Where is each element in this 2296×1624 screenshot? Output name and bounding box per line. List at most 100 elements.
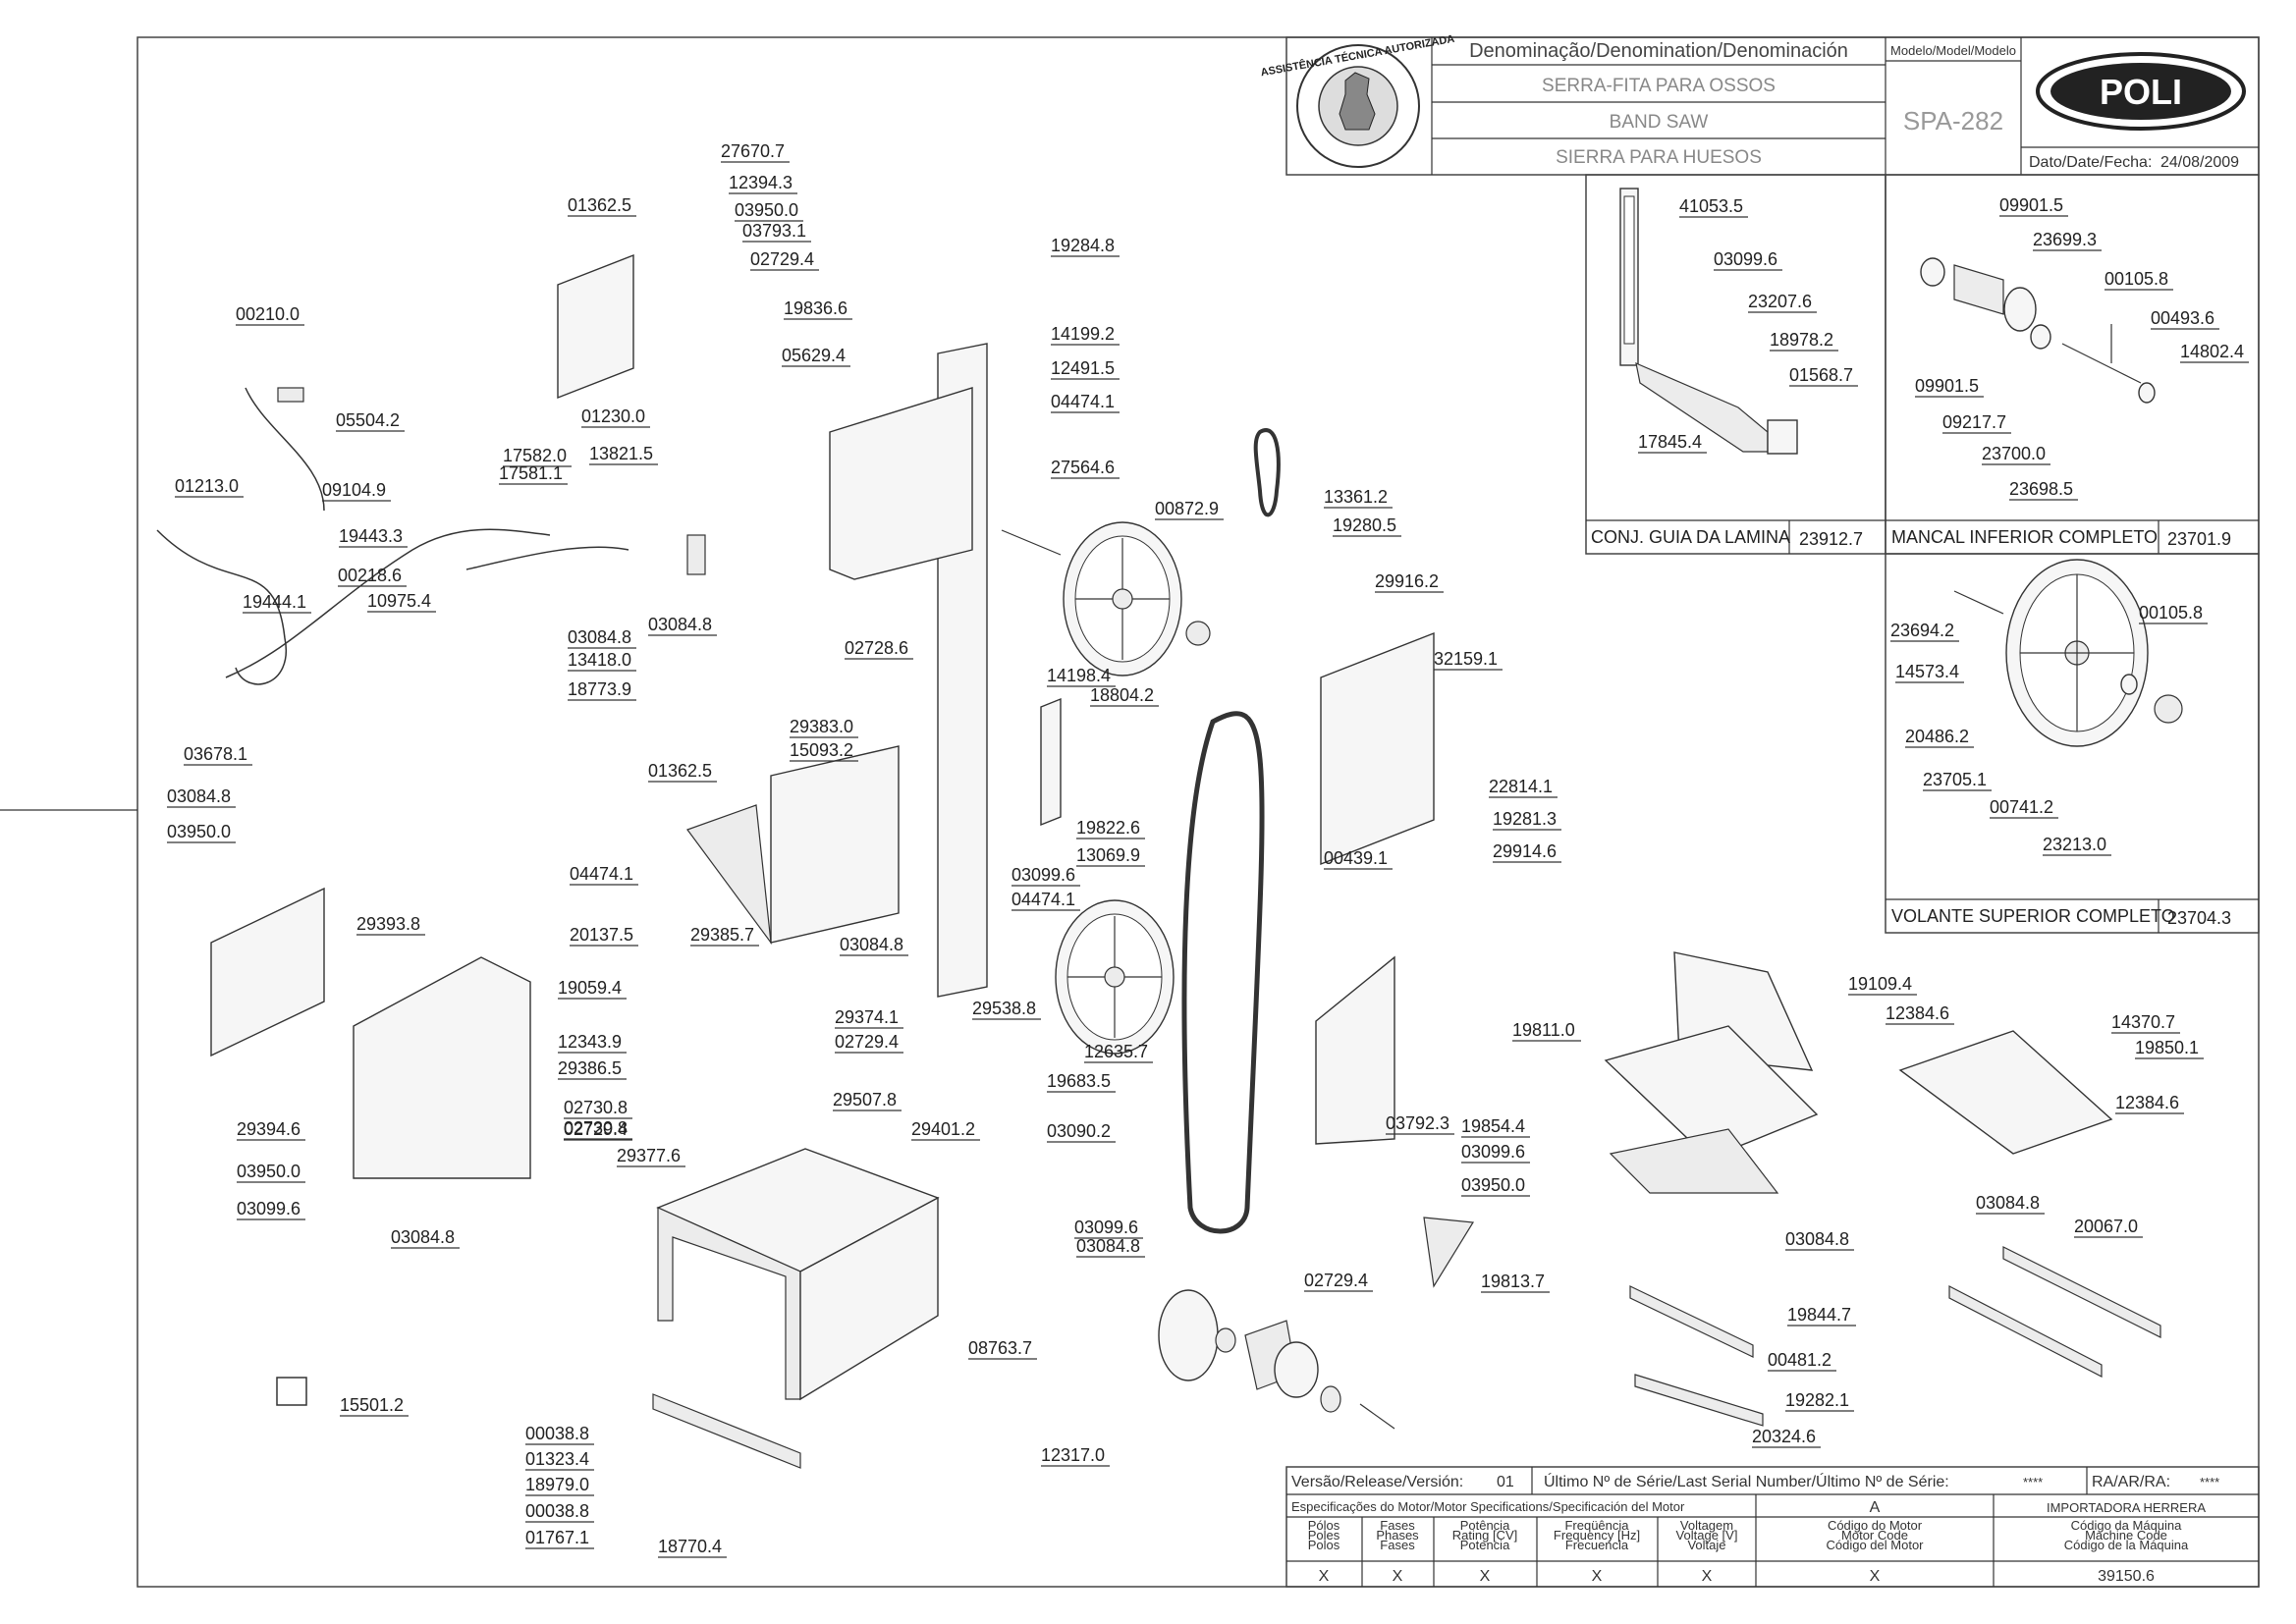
part-number-label: 19854.4 bbox=[1461, 1116, 1525, 1136]
part-number-label: 01213.0 bbox=[175, 476, 239, 496]
part-number-label: 19822.6 bbox=[1076, 818, 1140, 838]
part-number-label: 03084.8 bbox=[840, 935, 903, 954]
part-number-label: 03950.0 bbox=[1461, 1175, 1525, 1195]
column-a: A bbox=[1870, 1499, 1881, 1516]
part-number-label: 19109.4 bbox=[1848, 974, 1912, 994]
part-number-label: 12635.7 bbox=[1084, 1042, 1148, 1061]
part-number-label: 19444.1 bbox=[243, 592, 306, 612]
part-number-label: 17581.1 bbox=[499, 463, 563, 483]
part-number-label: 29401.2 bbox=[911, 1119, 975, 1139]
subassembly-name-0: CONJ. GUIA DA LAMINA bbox=[1591, 527, 1790, 547]
part-number-label: 00210.0 bbox=[236, 304, 300, 324]
part-number-label: 09217.7 bbox=[1942, 412, 2006, 432]
part-number-label: 18773.9 bbox=[568, 679, 631, 699]
part-number-label: 03084.8 bbox=[568, 627, 631, 647]
part-number-label: 19844.7 bbox=[1787, 1305, 1851, 1325]
part-number-label: 19282.1 bbox=[1785, 1390, 1849, 1410]
part-number-label: 03950.0 bbox=[237, 1162, 301, 1181]
ra-value: **** bbox=[2200, 1475, 2219, 1489]
part-number-label: 03099.6 bbox=[237, 1199, 301, 1218]
part-number-label: 41053.5 bbox=[1679, 196, 1743, 216]
part-number-label: 19811.0 bbox=[1512, 1020, 1575, 1040]
date-label: Dato/Date/Fecha: bbox=[2029, 154, 2152, 171]
part-number-label: 15093.2 bbox=[790, 740, 853, 760]
subassembly-code-2: 23704.3 bbox=[2167, 908, 2231, 928]
part-number-label: 23207.6 bbox=[1748, 292, 1812, 311]
part-number-label: 19059.4 bbox=[558, 978, 622, 998]
voltage-value: X bbox=[1702, 1568, 1713, 1585]
part-15501-square bbox=[276, 1377, 307, 1406]
part-number-label: 03084.8 bbox=[1785, 1229, 1849, 1249]
part-number-label: 29377.6 bbox=[617, 1146, 681, 1165]
name-pt: SERRA-FITA PARA OSSOS bbox=[1542, 76, 1776, 96]
part-number-label: 03084.8 bbox=[391, 1227, 455, 1247]
part-number-label: 14802.4 bbox=[2180, 342, 2244, 361]
subassembly-upper-wheel: VOLANTE SUPERIOR COMPLETO 23704.3 bbox=[1885, 553, 2260, 934]
title-block: ASSISTÊNCIA TÉCNICA AUTORIZADA Denominaç… bbox=[1260, 32, 2260, 176]
part-number-label: 03084.8 bbox=[648, 615, 712, 634]
part-number-label: 03090.2 bbox=[1047, 1121, 1111, 1141]
subassembly-lower-bearing: MANCAL INFERIOR COMPLETO 23701.9 bbox=[1885, 174, 2260, 555]
part-number-label: 08763.7 bbox=[968, 1338, 1032, 1358]
drawing-date: 24/08/2009 bbox=[2160, 154, 2239, 171]
part-number-label: 19280.5 bbox=[1333, 515, 1396, 535]
part-number-label: 20324.6 bbox=[1752, 1427, 1816, 1446]
part-number-label: 12394.3 bbox=[729, 173, 793, 192]
part-number-label: 29386.5 bbox=[558, 1058, 622, 1078]
subassembly-guide: CONJ. GUIA DA LAMINA 23912.7 bbox=[1585, 174, 1886, 555]
part-number-label: 19443.3 bbox=[339, 526, 403, 546]
part-number-label: 04474.1 bbox=[570, 864, 633, 884]
part-number-label: 02729.4 bbox=[1304, 1271, 1368, 1290]
part-number-label: 04474.1 bbox=[1011, 890, 1075, 909]
part-number-label: 09901.5 bbox=[1999, 195, 2063, 215]
part-number-label: 29383.0 bbox=[790, 717, 853, 736]
part-number-label: 19813.7 bbox=[1481, 1272, 1545, 1291]
part-number-label: 13069.9 bbox=[1076, 845, 1140, 865]
part-number-label: 01230.0 bbox=[581, 406, 645, 426]
part-number-label: 00105.8 bbox=[2139, 603, 2203, 623]
part-number-label: 04474.1 bbox=[1051, 392, 1115, 411]
part-number-label: 18978.2 bbox=[1770, 330, 1833, 350]
part-number-label: 27670.7 bbox=[721, 141, 785, 161]
name-es: SIERRA PARA HUESOS bbox=[1556, 147, 1762, 168]
part-number-label: 14198.4 bbox=[1047, 666, 1111, 685]
part-number-label: 02729.4 bbox=[564, 1119, 628, 1139]
ra-label: RA/AR/RA: bbox=[2092, 1474, 2170, 1490]
part-number-label: 00872.9 bbox=[1155, 499, 1219, 518]
subassembly-code-0: 23912.7 bbox=[1799, 529, 1863, 549]
machine-code-value: 39150.6 bbox=[2098, 1568, 2155, 1585]
part-number-label: 12384.6 bbox=[2115, 1093, 2179, 1112]
part-number-label: 03950.0 bbox=[735, 200, 798, 220]
part-number-label: 12491.5 bbox=[1051, 358, 1115, 378]
part-number-label: 17845.4 bbox=[1638, 432, 1702, 452]
part-number-label: 29507.8 bbox=[833, 1090, 897, 1110]
part-number-label: 23699.3 bbox=[2033, 230, 2097, 249]
model-header: Modelo/Model/Modelo bbox=[1890, 43, 2016, 58]
part-number-label: 03099.6 bbox=[1074, 1218, 1138, 1237]
part-number-label: 03084.8 bbox=[1076, 1236, 1140, 1256]
model-number: SPA-282 bbox=[1903, 106, 2003, 135]
part-number-label: 18770.4 bbox=[658, 1537, 722, 1556]
part-number-label: 18804.2 bbox=[1090, 685, 1154, 705]
part-number-label: 03099.6 bbox=[1011, 865, 1075, 885]
part-number-label: 29916.2 bbox=[1375, 571, 1439, 591]
part-number-label: 03793.1 bbox=[742, 221, 806, 241]
part-number-label: 09901.5 bbox=[1915, 376, 1979, 396]
rating-value: X bbox=[1480, 1568, 1491, 1585]
part-number-label: 18979.0 bbox=[525, 1475, 589, 1494]
poles-value: X bbox=[1319, 1568, 1330, 1585]
part-number-label: 01323.4 bbox=[525, 1449, 589, 1469]
serial-label: Último Nº de Série/Last Serial Number/Úl… bbox=[1544, 1472, 1949, 1490]
part-number-label: 00218.6 bbox=[338, 566, 402, 585]
main-assembly bbox=[156, 253, 2161, 1469]
brand-name: POLI bbox=[2100, 72, 2182, 112]
part-number-label: 01362.5 bbox=[648, 761, 712, 781]
part-number-label: 03950.0 bbox=[167, 822, 231, 841]
part-number-label: 14199.2 bbox=[1051, 324, 1115, 344]
